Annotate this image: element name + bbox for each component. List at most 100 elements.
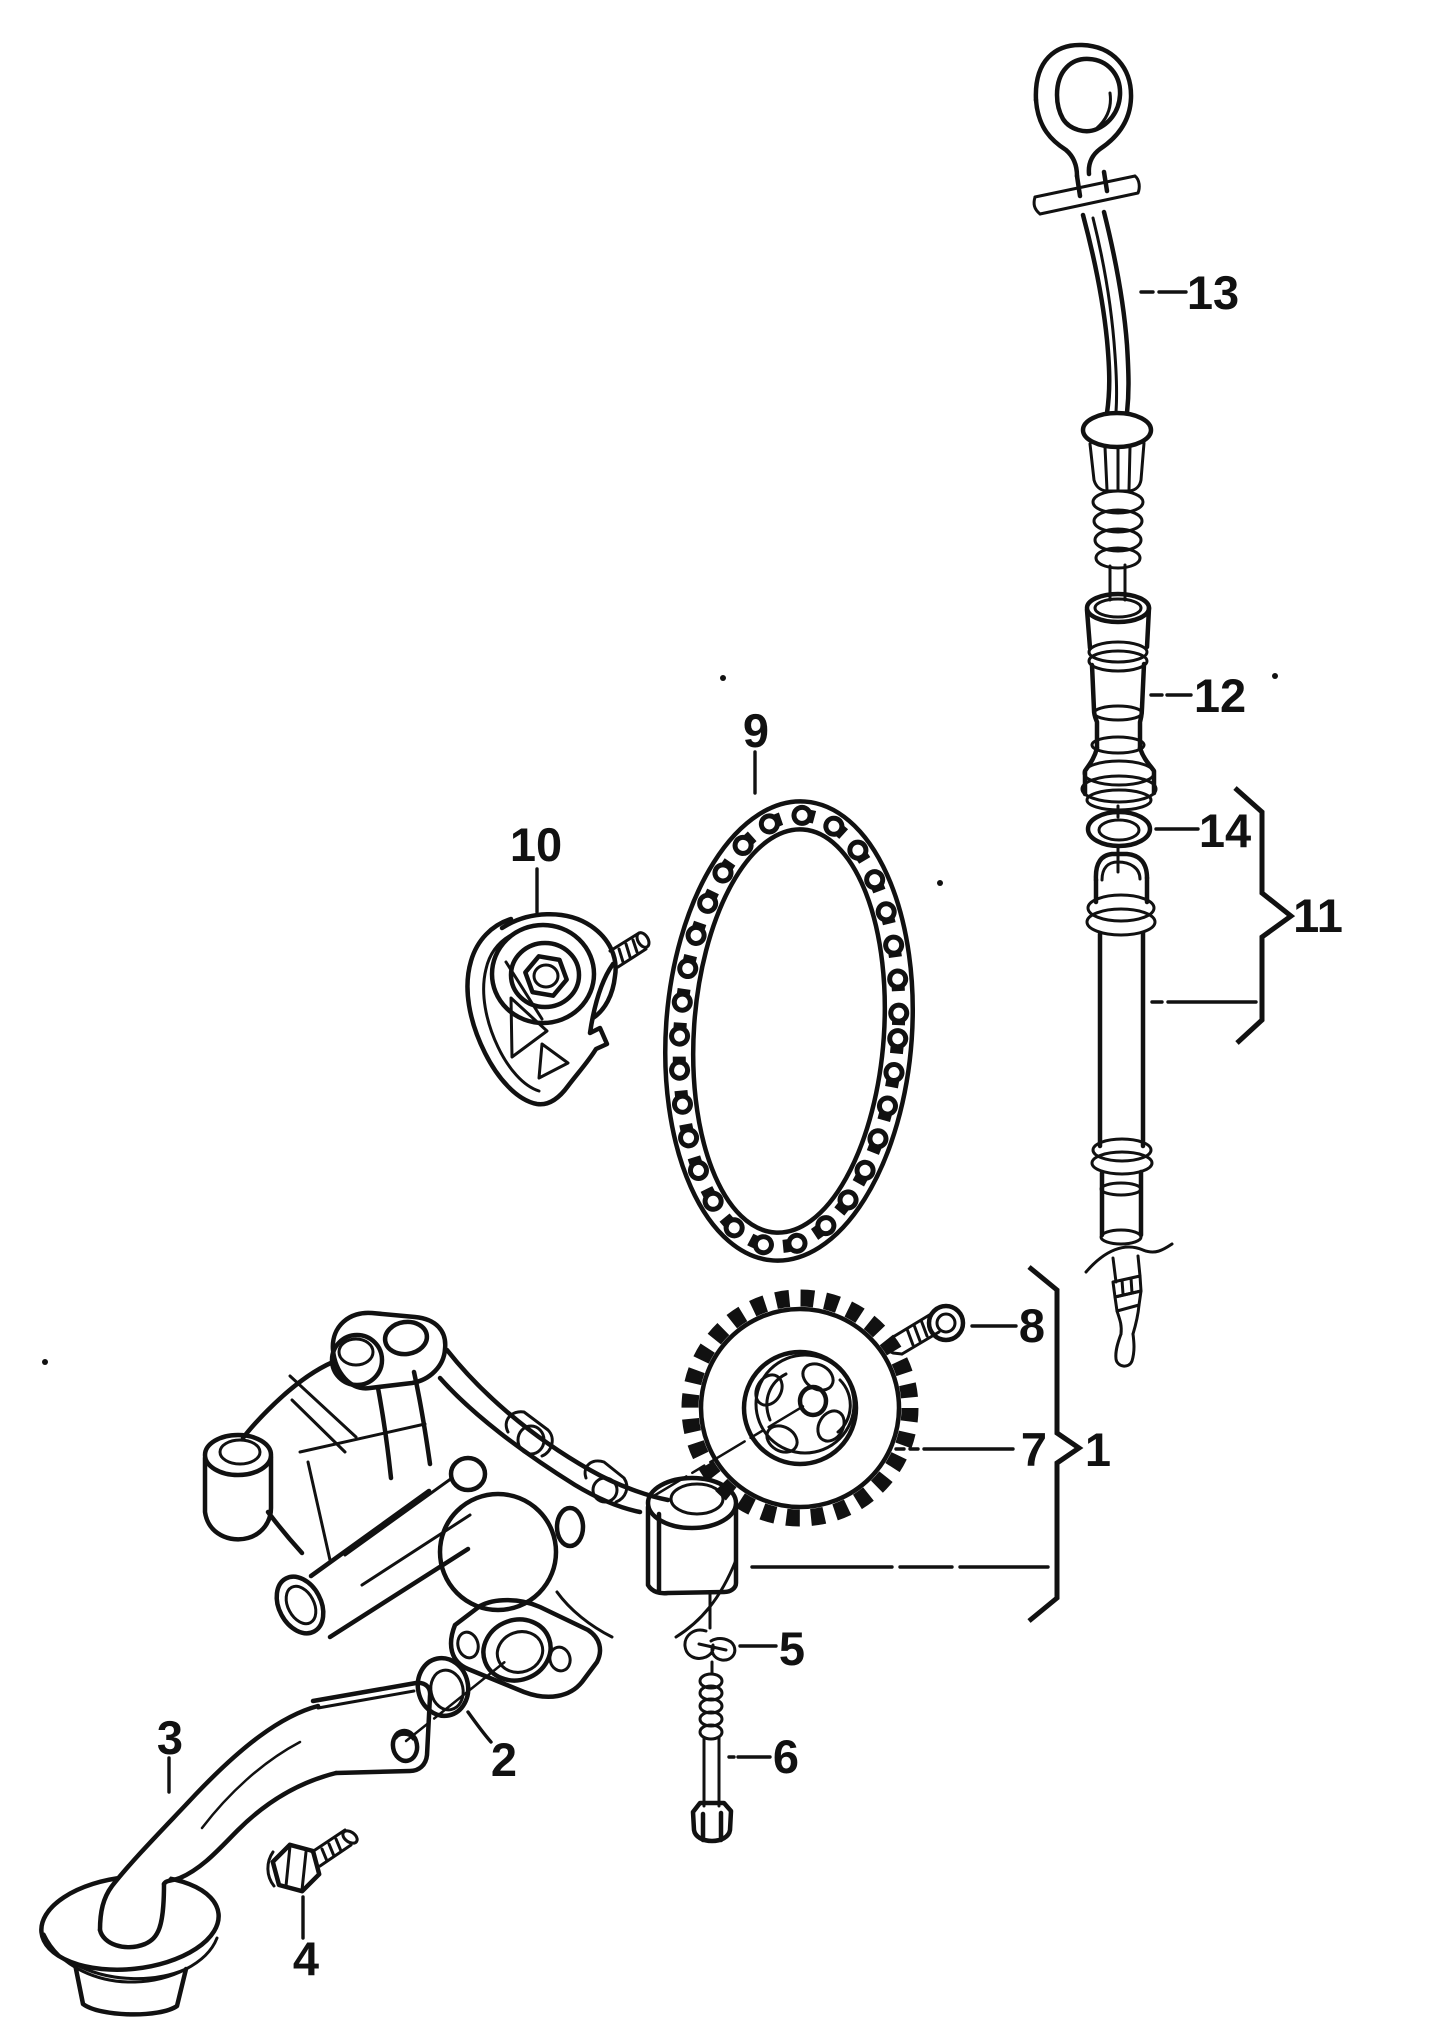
suction-pipe xyxy=(39,1680,433,2017)
oring2-outer xyxy=(415,1655,471,1719)
sprocket-hole-1 xyxy=(816,1409,846,1443)
part-label-14[interactable]: 14 xyxy=(1199,804,1251,857)
chain-inner-edge xyxy=(690,827,888,1235)
bolt8-socket xyxy=(935,1312,957,1334)
dipstick-bellows-2 xyxy=(1092,508,1144,534)
pump-lug-ring-inner xyxy=(669,1482,725,1516)
chain-roller-holes xyxy=(673,809,905,1253)
tensioner-cutout-2 xyxy=(537,1042,570,1080)
pump-inlet-port-inner xyxy=(495,1630,545,1674)
sprocket-cast-swirl-b xyxy=(765,1372,788,1422)
tube11-main-walls xyxy=(1097,930,1146,1149)
pump-boss-d xyxy=(554,1505,586,1549)
pump-left-boss-bore xyxy=(218,1438,262,1466)
bolt6-hex-head xyxy=(690,1800,734,1844)
tensioner-arm-inner xyxy=(482,930,541,1093)
sprocket-hub-outer xyxy=(741,1349,859,1467)
part-label-12[interactable]: 12 xyxy=(1194,669,1246,722)
dipstick-stick xyxy=(1074,169,1131,416)
pump-arm-bottom-edge xyxy=(437,1375,643,1515)
part-label-2[interactable]: 2 xyxy=(491,1733,517,1786)
pump-pad-a-hole xyxy=(516,1424,546,1456)
pipe-top-edge xyxy=(97,1703,321,1933)
pump-boss-b xyxy=(448,1455,488,1493)
part-label-10[interactable]: 10 xyxy=(510,818,562,871)
part-label-8[interactable]: 8 xyxy=(1019,1299,1045,1352)
sprocket-cast-swirl-a xyxy=(836,1378,852,1434)
pipe-flange xyxy=(310,1680,433,1776)
part-label-3[interactable]: 3 xyxy=(157,1711,183,1764)
pump-outlet-opening-inner xyxy=(284,1584,318,1626)
pump-neck xyxy=(375,1369,433,1481)
timing-chain xyxy=(663,799,915,1263)
ref-dot-1 xyxy=(720,675,726,681)
part-label-13[interactable]: 13 xyxy=(1187,266,1239,319)
bolt8-head xyxy=(926,1303,966,1343)
tube12-walls xyxy=(1084,605,1152,651)
ref-dot-2 xyxy=(1272,673,1278,679)
sprocket-bolt xyxy=(885,1303,966,1356)
dipstick-cap-flange xyxy=(1080,410,1154,450)
pump-lug-body xyxy=(645,1502,739,1596)
bolt8-tip xyxy=(885,1335,904,1356)
blade-upper xyxy=(1111,1254,1142,1284)
blade-strip xyxy=(1115,1303,1141,1336)
bracket-11 xyxy=(1233,786,1296,1045)
pump-pad-a xyxy=(504,1410,554,1458)
pump-inlet-ear-hole-right xyxy=(548,1645,572,1673)
dipstick-loop-shading xyxy=(1095,91,1112,130)
retaining-clip xyxy=(683,1591,737,1675)
tube11-lower-walls xyxy=(1099,1169,1144,1238)
bolt4-tip xyxy=(341,1829,359,1845)
guide-tube xyxy=(1085,851,1157,1246)
blade-band2 xyxy=(1113,1289,1143,1313)
part-label-1[interactable]: 1 xyxy=(1085,1423,1111,1476)
part-label-7[interactable]: 7 xyxy=(1021,1423,1047,1476)
dipstick-loop-outer xyxy=(1033,42,1134,177)
dipstick-cap-collar xyxy=(1088,441,1146,493)
pump-flange-oval-hole xyxy=(382,1319,430,1357)
oring-seal-2 xyxy=(404,1651,518,1743)
sprocket-root-circle xyxy=(698,1306,902,1510)
flange-bolt xyxy=(266,1828,359,1894)
dipstick-blade-tip xyxy=(1084,1242,1174,1368)
part-label-5[interactable]: 5 xyxy=(779,1622,805,1675)
chain-outer-edge xyxy=(663,799,915,1263)
dipstick-bellows-1 xyxy=(1091,489,1145,515)
pipe-highlight xyxy=(200,1740,302,1830)
dipstick-band xyxy=(1032,174,1141,216)
oil-pump-housing xyxy=(202,1310,739,1699)
tensioner-roller-back xyxy=(499,912,618,1021)
callouts: 13 12 14 11 9 10 8 7 1 5 6 2 3 4 xyxy=(42,266,1343,1985)
tensioner-stud xyxy=(608,931,648,969)
pump-outlet-opening xyxy=(274,1574,326,1636)
strainer-skirt xyxy=(72,1961,189,2017)
pump-arm-top-edge xyxy=(444,1347,671,1503)
tensioner-stud-tip xyxy=(635,931,651,949)
strainer-skirt-rim xyxy=(73,1962,188,1981)
dipstick xyxy=(1032,42,1154,602)
tube11-collar-a xyxy=(1091,1137,1153,1163)
part-label-11[interactable]: 11 xyxy=(1293,889,1343,942)
tube12-collar-a xyxy=(1087,640,1149,664)
oring2-centerline xyxy=(404,1651,518,1743)
tube12-skirt-2 xyxy=(1080,774,1158,804)
pipe-flange-hole-lip xyxy=(394,1732,415,1741)
dipstick-loop-outer-left xyxy=(1033,97,1080,179)
tensioner-cutout-1 xyxy=(509,996,549,1059)
bolt6-shank xyxy=(702,1736,721,1808)
part-label-6[interactable]: 6 xyxy=(773,1730,799,1783)
pump-left-edge xyxy=(240,1359,336,1441)
sprocket-center-hole xyxy=(797,1384,829,1418)
dipstick-stick-crease xyxy=(1091,216,1119,414)
strainer-rim-lower xyxy=(42,1932,219,1984)
bolt6-top xyxy=(698,1672,724,1690)
tensioner-arm-outline xyxy=(465,916,616,1107)
dipstick-bellows-4 xyxy=(1094,546,1142,570)
part-label-9[interactable]: 9 xyxy=(743,704,769,757)
ref-dot-4 xyxy=(42,1359,48,1365)
pump-inlet-port xyxy=(481,1617,553,1683)
part-label-4[interactable]: 4 xyxy=(293,1932,319,1985)
